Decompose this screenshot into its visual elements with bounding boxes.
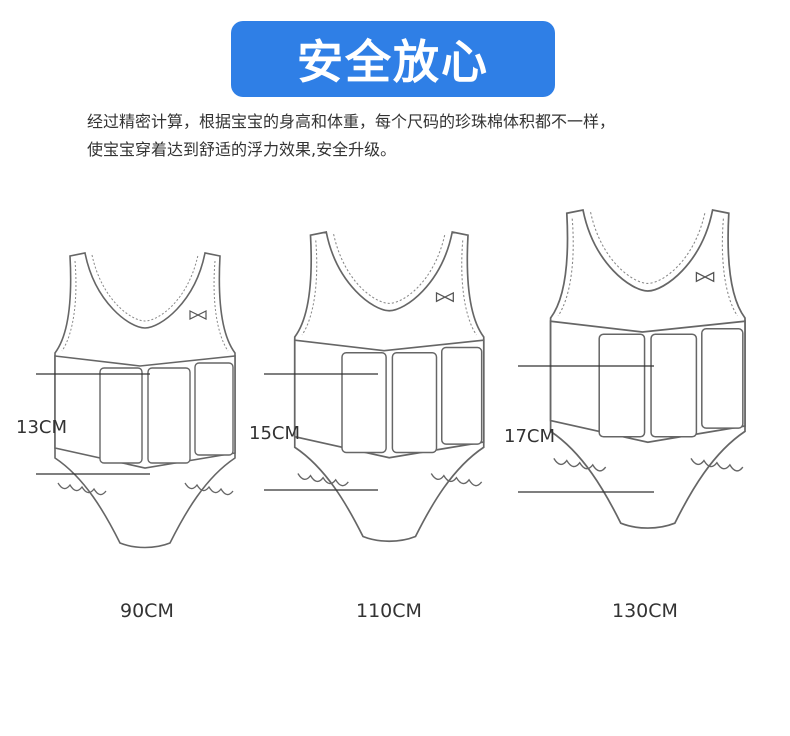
size-label-110: 110CM [356, 600, 422, 622]
size-label-90: 90CM [120, 600, 174, 622]
description-line-1: 经过精密计算，根据宝宝的身高和体重，每个尺码的珍珠棉体积都不一样， [87, 112, 616, 131]
measure-lines [36, 365, 654, 493]
title-badge: 安全放心 [231, 21, 555, 97]
swimsuit-130 [549, 209, 746, 529]
page-title: 安全放心 [297, 35, 489, 89]
size-label-130: 130CM [612, 600, 678, 622]
description: 经过精密计算，根据宝宝的身高和体重，每个尺码的珍珠棉体积都不一样， 使宝宝穿着达… [87, 108, 727, 164]
float-height-110: 15CM [249, 423, 301, 444]
float-height-130: 17CM [504, 426, 556, 447]
swimsuit-110 [293, 231, 485, 543]
swimsuit-90 [54, 252, 236, 549]
float-height-90: 13CM [16, 417, 68, 438]
description-line-2: 使宝宝穿着达到舒适的浮力效果,安全升级。 [87, 140, 397, 159]
